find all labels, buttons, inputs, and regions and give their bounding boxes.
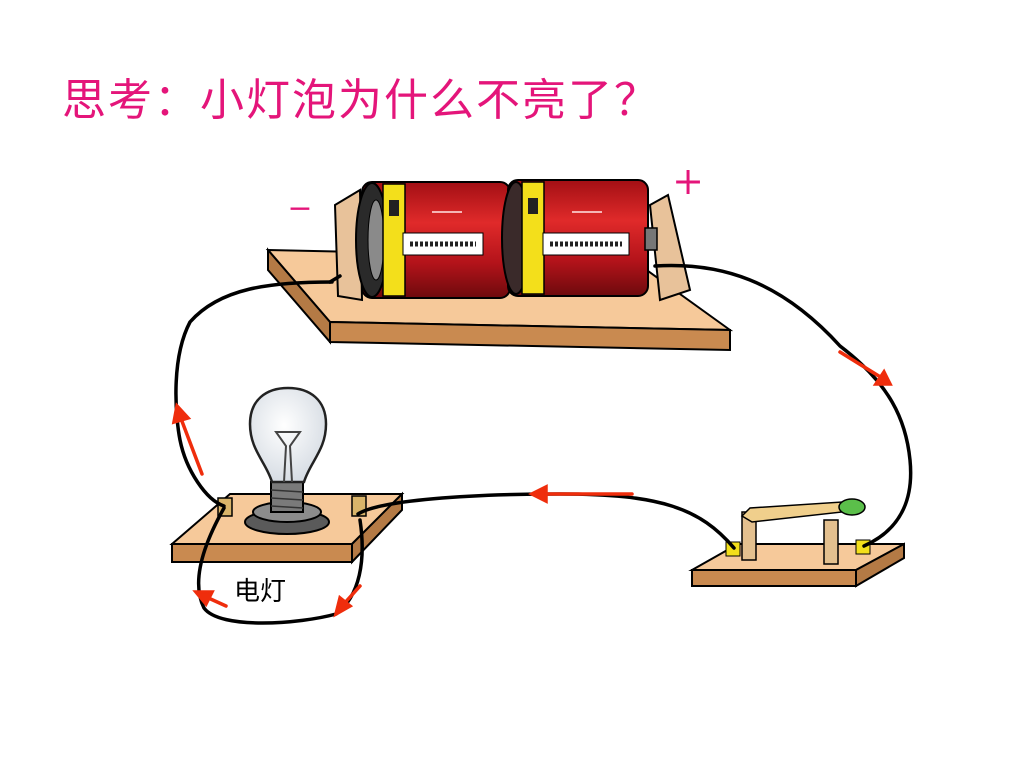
- current-arrow-middle-head: [528, 484, 548, 504]
- bulb-filament: [274, 431, 302, 483]
- lamp-board-side: [171, 543, 353, 563]
- switch-board-side: [691, 569, 857, 587]
- battery-cell-1-terminal: [367, 199, 385, 281]
- current-arrow-left-head: [171, 402, 192, 425]
- knife-switch-icon: [688, 498, 905, 588]
- battery-icon: [355, 179, 658, 299]
- battery-bracket-right: [648, 193, 692, 302]
- lamp-label: 电灯: [234, 577, 286, 607]
- current-arrow-lamp-left-head: [192, 590, 215, 608]
- wire-battery-negative-lead: [328, 274, 342, 284]
- light-bulb-icon: [244, 386, 330, 535]
- current-arrows: [171, 350, 893, 618]
- negative-terminal-label: −: [287, 191, 312, 226]
- bulb-glass: [248, 386, 328, 484]
- positive-terminal-label: +: [672, 159, 704, 203]
- battery-bracket-left: [333, 188, 364, 302]
- battery-cell-2-band-mark: [528, 198, 538, 214]
- battery-board-end: [267, 247, 331, 345]
- wire-lamp-loop: [196, 506, 364, 625]
- wire-battery-to-lamp: [174, 280, 334, 508]
- current-arrow-lamp-right-head: [333, 594, 354, 618]
- switch-blade: [740, 501, 843, 523]
- page-title: 思考：小灯泡为什么不亮了？: [62, 75, 660, 126]
- switch-handle: [838, 498, 866, 516]
- battery-positive-terminal: [644, 227, 658, 251]
- battery-cell-1-band-mark: [389, 200, 399, 216]
- current-arrow-right-head: [872, 368, 893, 386]
- current-arrow-right-wire: [838, 350, 884, 380]
- lamp-board-end: [351, 491, 403, 565]
- switch-board-end: [855, 542, 905, 588]
- current-arrow-left-wire: [178, 414, 204, 476]
- switch-contact-post: [823, 519, 839, 565]
